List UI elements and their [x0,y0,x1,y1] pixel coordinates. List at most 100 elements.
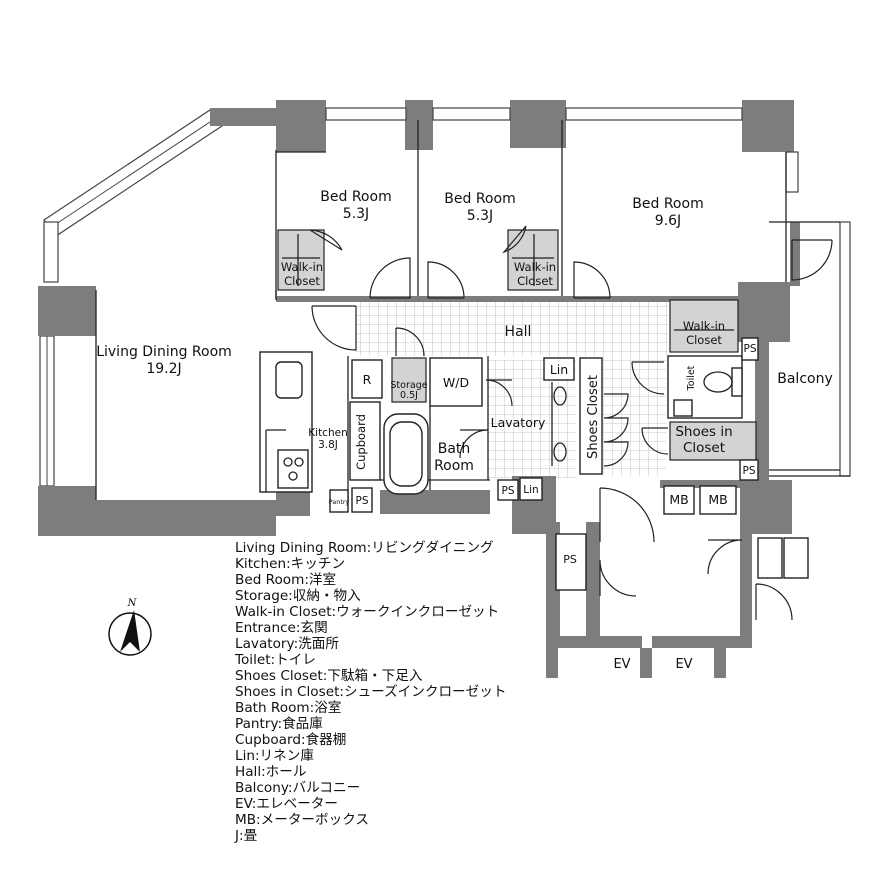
storage-size: 0.5J [400,390,418,401]
wall-block [210,108,276,126]
legend-line: Bath Room:浴室 [235,700,342,716]
mb-label-1: MB [669,492,688,507]
ps-label-2: PS [743,465,756,477]
wall-block [546,636,642,648]
wall-block [510,100,566,148]
wall-block [740,534,752,646]
toilet-tank [731,367,743,397]
wall-block [96,500,276,536]
wall-strip [276,296,668,302]
bath-label-2: Room [434,458,474,474]
wall-block [405,100,433,150]
mb-box-2 [699,485,737,515]
bed2-name: Bed Room [444,191,515,207]
legend-line: EV:エレベーター [235,796,338,812]
shoes-closet-label: Shoes Closet [586,375,601,459]
door-swing [641,427,669,455]
toilet-sink [673,399,693,417]
door-swing [369,257,411,299]
bath-label: Bath [438,441,471,457]
shaft-box-1 [757,537,783,579]
legend-line: Kitchen:キッチン [235,556,346,572]
ps-box-2 [739,459,759,481]
linen-box-1 [543,357,575,381]
ldk-size: 19.2J [146,361,181,377]
lin-label-1: Lin [550,362,568,377]
kitchen-sink [275,361,303,399]
wall-block [740,480,792,534]
shaft-box-2 [783,537,809,579]
north-label: N [127,598,138,609]
shoes-closet-box [579,357,603,475]
legend-line: Hall:ホール [235,764,307,780]
north-arrow: N [108,598,152,656]
legend-line: Bed Room:洋室 [235,572,337,588]
wall-block [640,648,652,678]
walk-in-closet-3 [669,299,739,353]
legend-line: Living Dining Room:リビングダイニング [235,540,494,556]
wall-strip [668,296,738,302]
shoes-in-closet-box [669,421,757,461]
toilet-bowl [703,371,733,393]
ps-box-1 [741,337,759,361]
pantry-label: Pantry [329,498,350,506]
bed1-size: 5.3J [343,206,369,222]
wall-block [714,648,726,678]
legend-line: Lin:リネン庫 [235,748,314,764]
door-swing [311,305,357,351]
toilet-label: Toilet [686,365,697,391]
wic3-label: Walk-in [683,319,725,333]
door-swing [427,261,465,299]
shoes-in-closet-label-2: Closet [683,440,725,456]
door-swing [755,583,793,621]
door-swing [791,239,833,281]
ps-label-4: PS [502,485,515,497]
wall-block [790,222,800,286]
legend-line: MB:メーターボックス [235,812,369,828]
lavatory-label: Lavatory [491,415,546,430]
bed3-right-window [785,151,799,193]
hall-label: Hall [505,324,532,340]
door-swing [459,429,489,459]
ev-label-1: EV [613,657,630,672]
fridge-label: R [363,372,372,387]
wall-block [755,340,769,490]
bed3-window [565,107,743,121]
legend-line: Walk-in Closet:ウォークインクローゼット [235,604,500,620]
linen-box-2 [519,477,543,501]
ev-label-2: EV [675,657,692,672]
kitchen-name: Kitchen [308,427,347,439]
wall-block [546,648,558,678]
wall-block [652,636,752,648]
legend-line: Balcony:バルコニー [235,780,361,796]
bed1-name: Bed Room [320,189,391,205]
wall-block [38,286,96,336]
bed3-size: 9.6J [655,213,681,229]
ps-label-5: PS [563,553,577,566]
wic3-label-2: Closet [686,333,722,347]
wic1-label-2: Closet [284,274,320,288]
wall-block [276,492,310,516]
legend-line: Toilet:トイレ [235,652,316,668]
hall-floor [355,300,668,356]
ldk-name: Living Dining Room [96,344,232,360]
bathtub-inner [389,421,423,487]
ps-box-3 [351,487,373,513]
ps-box-5 [555,533,587,591]
ps-box-4 [497,479,519,501]
balcony-rail [839,221,851,477]
wall-block [738,282,790,342]
entrance-floor [600,356,666,476]
fridge-space [351,359,383,399]
door-swing [485,379,513,407]
washer-space [429,357,483,407]
mb-box-1 [663,485,695,515]
door-swing [309,229,343,251]
door-swing [707,539,743,575]
door-swing [603,393,629,467]
wic2-label-2: Closet [517,274,553,288]
lin-label-2: Lin [523,484,538,496]
legend-line: Shoes in Closet:シューズインクローゼット [235,684,507,700]
legend-line: Shoes Closet:下駄箱・下足入 [235,668,423,684]
